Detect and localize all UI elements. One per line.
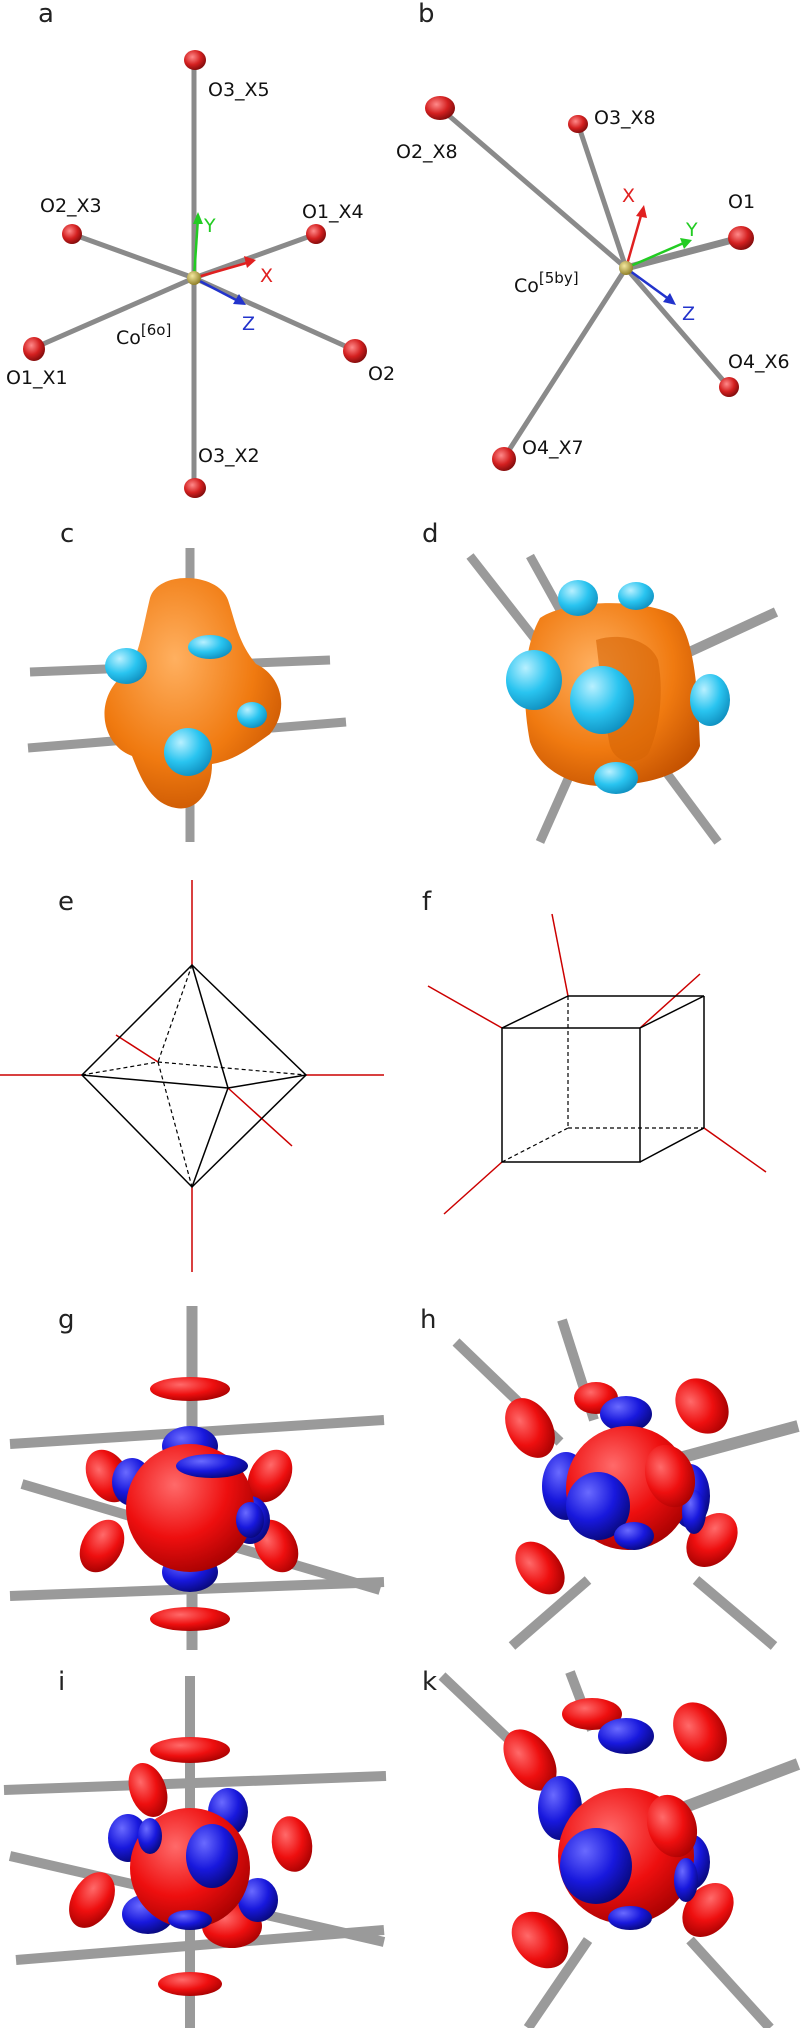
- blue-lobe: [238, 1878, 278, 1922]
- panel-label-f: f: [422, 887, 432, 917]
- axis-label-y: Y: [203, 215, 216, 237]
- red-lobe: [675, 1378, 729, 1434]
- panel-e-octahedron: [0, 880, 384, 1272]
- blue-lobe: [614, 1522, 654, 1550]
- blue-lobe: [186, 1824, 238, 1888]
- center-atom-label: Co[5by]: [514, 269, 579, 297]
- oxygen-atom-o3-x2: [184, 478, 206, 498]
- atom-label-o1: O1: [728, 191, 755, 213]
- atom-label-o3-x2: O3_X2: [198, 445, 260, 467]
- panel-f-cube: [427, 913, 767, 1215]
- atom-label-o2-x3: O2_X3: [40, 195, 102, 217]
- cobalt-atom: [619, 261, 633, 275]
- red-lobe: [128, 1762, 168, 1818]
- panel-label-c: c: [60, 519, 74, 549]
- red-lobe: [150, 1377, 230, 1401]
- oxygen-atom-o1-x4: [306, 224, 326, 244]
- red-lobe: [247, 1449, 293, 1503]
- panel-g-density: [9, 1306, 385, 1650]
- panel-label-g: g: [58, 1305, 75, 1335]
- cyan-lobe: [618, 582, 654, 610]
- red-lobe: [515, 1541, 565, 1595]
- blue-lobe: [236, 1502, 264, 1538]
- atom-label-o1-x1: O1_X1: [6, 367, 68, 389]
- blue-lobe: [608, 1906, 652, 1930]
- cyan-lobe: [690, 674, 730, 726]
- cyan-lobe: [558, 580, 598, 616]
- panel-label-i: i: [58, 1667, 65, 1697]
- atom-label-o4-x7: O4_X7: [522, 437, 584, 459]
- axis-label-z: Z: [242, 313, 255, 335]
- panel-h-density: [452, 1318, 800, 1650]
- axis-label-z: Z: [682, 303, 695, 325]
- cobalt-atom: [187, 271, 201, 285]
- oxygen-atom-o2-x3: [62, 224, 82, 244]
- red-lobe: [503, 1729, 557, 1791]
- red-lobe: [682, 1883, 734, 1937]
- axis-label-x: X: [260, 265, 273, 287]
- oxygen-atom-o2-x8: [425, 96, 455, 120]
- atom-label-o2: O2: [368, 363, 395, 385]
- panel-label-h: h: [420, 1305, 436, 1335]
- cyan-lobe: [594, 762, 638, 794]
- red-lobe: [646, 1794, 698, 1858]
- center-atom-label: Co[6o]: [116, 321, 171, 349]
- atom-label-o2-x8: O2_X8: [396, 141, 458, 163]
- blue-lobe: [168, 1910, 212, 1930]
- blue-lobe: [598, 1718, 654, 1754]
- red-lobe: [150, 1607, 230, 1631]
- red-lobe: [79, 1519, 125, 1573]
- atom-label-o3-x5: O3_X5: [208, 79, 270, 101]
- panel-k-density: [438, 1670, 801, 2028]
- panel-label-e: e: [58, 887, 74, 917]
- axis-label-x: X: [622, 185, 635, 207]
- panel-a-structure: O3_X5 O2_X3 O1_X4 O1_X1 O2 O3_X2 Y X Z C…: [6, 50, 395, 498]
- blue-lobe: [176, 1454, 248, 1478]
- blue-lobe: [566, 1472, 630, 1540]
- red-lobe: [511, 1911, 569, 1969]
- cyan-lobe: [164, 728, 212, 776]
- blue-lobe: [138, 1818, 162, 1854]
- oxygen-atom-o3-x8: [568, 115, 588, 133]
- blue-lobe: [674, 1858, 698, 1902]
- red-lobe: [673, 1702, 727, 1762]
- cyan-lobe: [506, 650, 562, 710]
- cyan-lobe: [570, 666, 634, 734]
- panel-label-d: d: [422, 519, 439, 549]
- blue-lobe: [600, 1396, 652, 1432]
- oxygen-atom-o1: [728, 226, 754, 250]
- oxygen-atom-o2: [343, 339, 367, 363]
- panel-label-a: a: [38, 0, 54, 29]
- panel-c-density: [27, 548, 347, 842]
- orange-lobe: [104, 577, 282, 809]
- panel-b-structure: O2_X8 O3_X8 O1 O4_X6 O4_X7 X Y Z Co[5by]: [396, 96, 790, 471]
- axis-label-y: Y: [685, 219, 698, 241]
- oxygen-atom-o4-x6: [719, 377, 739, 397]
- atom-label-o3-x8: O3_X8: [594, 107, 656, 129]
- red-lobe: [150, 1737, 230, 1763]
- blue-lobe: [560, 1828, 632, 1904]
- atom-label-o1-x4: O1_X4: [302, 201, 364, 223]
- cyan-lobe: [188, 635, 232, 659]
- red-lobe: [562, 1698, 622, 1730]
- oxygen-atom-o3-x5: [184, 50, 206, 70]
- atom-label-o4-x6: O4_X6: [728, 351, 790, 373]
- red-lobe: [69, 1872, 115, 1928]
- oxygen-atom-o1-x1: [23, 337, 45, 361]
- cyan-lobe: [237, 702, 267, 728]
- red-lobe: [644, 1444, 696, 1508]
- red-lobe: [271, 1816, 313, 1872]
- panel-i-density: [3, 1676, 387, 2028]
- red-lobe: [505, 1398, 555, 1458]
- oxygen-atom-o4-x7: [492, 447, 516, 471]
- red-lobe: [158, 1972, 222, 1996]
- panel-d-density: [466, 553, 779, 845]
- panel-label-k: k: [422, 1667, 437, 1697]
- panel-label-b: b: [418, 0, 435, 29]
- cyan-lobe: [105, 648, 147, 684]
